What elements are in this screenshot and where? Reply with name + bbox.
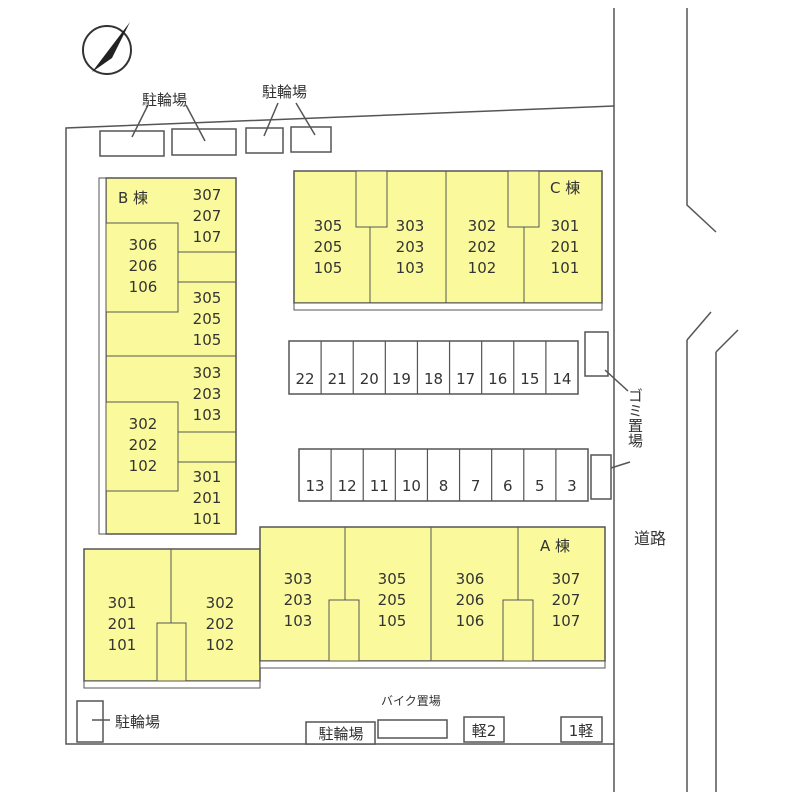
parking-space-number: 15: [520, 370, 539, 388]
bicycle-parking-bottom: [305, 721, 376, 745]
parking-space-number: 8: [439, 477, 449, 495]
parking-space-number: 7: [471, 477, 481, 495]
bicycle-parking-label-4: 駐輪場: [318, 725, 363, 743]
parking-row-1: [288, 340, 579, 395]
parking-space-number: 12: [338, 477, 357, 495]
building-a-name: A 棟: [540, 537, 570, 555]
building-a: [83, 526, 606, 689]
parking-space-number: 21: [328, 370, 347, 388]
bicycle-parking-label-3: 駐輪場: [115, 713, 160, 731]
parking-space-number: 10: [402, 477, 421, 495]
building-b: [98, 177, 237, 535]
parking-space-number: 11: [370, 477, 389, 495]
building-c: [293, 170, 603, 311]
parking-space-number: 17: [456, 370, 475, 388]
garbage-label: ゴミ置場: [626, 388, 644, 448]
parking-space-number: 13: [306, 477, 325, 495]
kei-parking-2: [463, 716, 505, 743]
kei-parking-1-label: 1軽: [569, 722, 594, 740]
bicycle-parking-top: [99, 102, 332, 157]
north-arrow-icon: [82, 22, 132, 75]
kei-parking-2-label: 軽2: [472, 722, 497, 740]
kei-parking-1: [560, 716, 603, 743]
parking-space-number: 3: [567, 477, 577, 495]
building-b-name: B 棟: [118, 189, 148, 207]
bicycle-parking-label-1: 駐輪場: [142, 91, 187, 109]
road: [613, 8, 739, 792]
motorbike-parking-label: バイク置場: [381, 694, 441, 708]
parking-space-number: 19: [392, 370, 411, 388]
parking-space-number: 22: [296, 370, 315, 388]
building-c-name: C 棟: [550, 179, 580, 197]
parking-space-number: 6: [503, 477, 513, 495]
parking-space-number: 16: [488, 370, 507, 388]
parking-space-number: 14: [552, 370, 571, 388]
bicycle-parking-bottom-left: [76, 700, 110, 743]
bicycle-parking-label-2: 駐輪場: [262, 83, 307, 101]
motorbike-parking: [377, 719, 448, 739]
parking-row-2: [298, 448, 589, 502]
garbage-area: [584, 331, 631, 500]
parking-space-number: 5: [535, 477, 545, 495]
parking-space-number: 20: [360, 370, 379, 388]
road-label: 道路: [634, 529, 666, 548]
parking-space-number: 18: [424, 370, 443, 388]
